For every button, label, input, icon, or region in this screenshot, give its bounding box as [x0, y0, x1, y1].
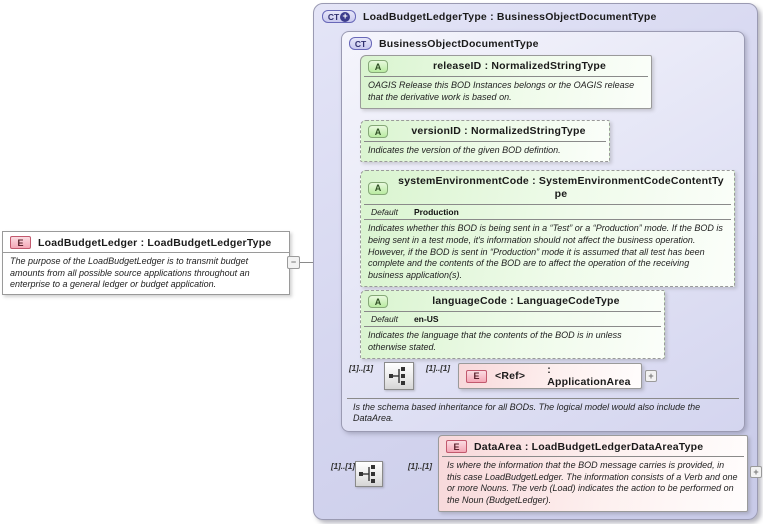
complex-type-derived-icon: CT + [322, 10, 356, 23]
collapse-handle[interactable]: − [287, 256, 300, 269]
attribute-description: OAGIS Release this BOD Instances belongs… [368, 80, 635, 102]
ref-element-type: : ApplicationArea [547, 364, 631, 388]
default-label: Default [371, 207, 398, 218]
element-badge: E [10, 236, 31, 249]
attribute-box-versionid[interactable]: A versionID : NormalizedStringType Indic… [360, 120, 610, 162]
attribute-badge: A [368, 60, 388, 74]
attribute-title: versionID : NormalizedStringType [411, 125, 586, 137]
complex-type-title: LoadBudgetLedgerType : BusinessObjectDoc… [363, 10, 657, 23]
attribute-badge: A [368, 295, 388, 309]
expand-button[interactable]: + [645, 370, 657, 382]
divider [364, 141, 606, 143]
base-type-annotation: Is the schema based inheritance for all … [347, 397, 739, 429]
occurrence-label: [1]..[1] [408, 462, 432, 471]
dataarea-element-box[interactable]: E DataArea : LoadBudgetLedgerDataAreaTyp… [438, 435, 748, 512]
connector-line [290, 262, 327, 263]
global-element-box[interactable]: E LoadBudgetLedger : LoadBudgetLedgerTyp… [2, 231, 290, 295]
attribute-box-releaseid[interactable]: A releaseID : NormalizedStringType OAGIS… [360, 55, 652, 109]
global-element-description: The purpose of the LoadBudgetLedger is t… [3, 252, 289, 294]
dataarea-title: DataArea : LoadBudgetLedgerDataAreaType [474, 440, 704, 453]
sequence-icon[interactable] [384, 362, 414, 390]
occurrence-label: [1]..[1] [349, 364, 373, 373]
global-element-title: LoadBudgetLedger : LoadBudgetLedgerType [38, 236, 272, 249]
ref-element-name: <Ref> [495, 370, 526, 382]
attribute-title: languageCode : LanguageCodeType [432, 295, 620, 307]
occurrence-label: [1]..[1] [426, 364, 450, 373]
attribute-box-languagecode[interactable]: A languageCode : LanguageCodeType Defaul… [360, 290, 665, 359]
element-badge: E [466, 369, 487, 383]
ct-badge-label: CT [327, 11, 340, 22]
derivation-plus-icon: + [340, 11, 351, 22]
attribute-title: releaseID : NormalizedStringType [432, 60, 607, 72]
base-type-title: BusinessObjectDocumentType [379, 37, 539, 50]
attribute-title: systemEnvironmentCode : SystemEnvironmen… [398, 175, 724, 201]
sequence-glyph [389, 367, 405, 385]
divider [364, 204, 731, 206]
default-value: en-US [413, 314, 439, 325]
sequence-icon[interactable] [355, 461, 383, 487]
attribute-description: Indicates whether this BOD is being sent… [368, 223, 723, 280]
element-badge: E [446, 440, 467, 453]
occurrence-label: [1]..[1] [331, 462, 355, 471]
attribute-description: Indicates the language that the contents… [368, 330, 622, 352]
attribute-badge: A [368, 181, 388, 195]
ref-element-box[interactable]: E <Ref> : ApplicationArea [458, 363, 642, 389]
attribute-badge: A [368, 125, 388, 139]
default-value: Production [413, 207, 459, 218]
expand-button[interactable]: + [750, 466, 762, 478]
divider [364, 311, 661, 313]
attribute-description: Indicates the version of the given BOD d… [368, 145, 561, 156]
dataarea-description: Is where the information that the BOD me… [442, 456, 744, 511]
attribute-box-systemenvironmentcode[interactable]: A systemEnvironmentCode : SystemEnvironm… [360, 170, 735, 287]
sequence-glyph [359, 465, 375, 483]
ct-badge: CT [349, 37, 372, 50]
divider [364, 76, 648, 78]
default-label: Default [371, 314, 398, 325]
